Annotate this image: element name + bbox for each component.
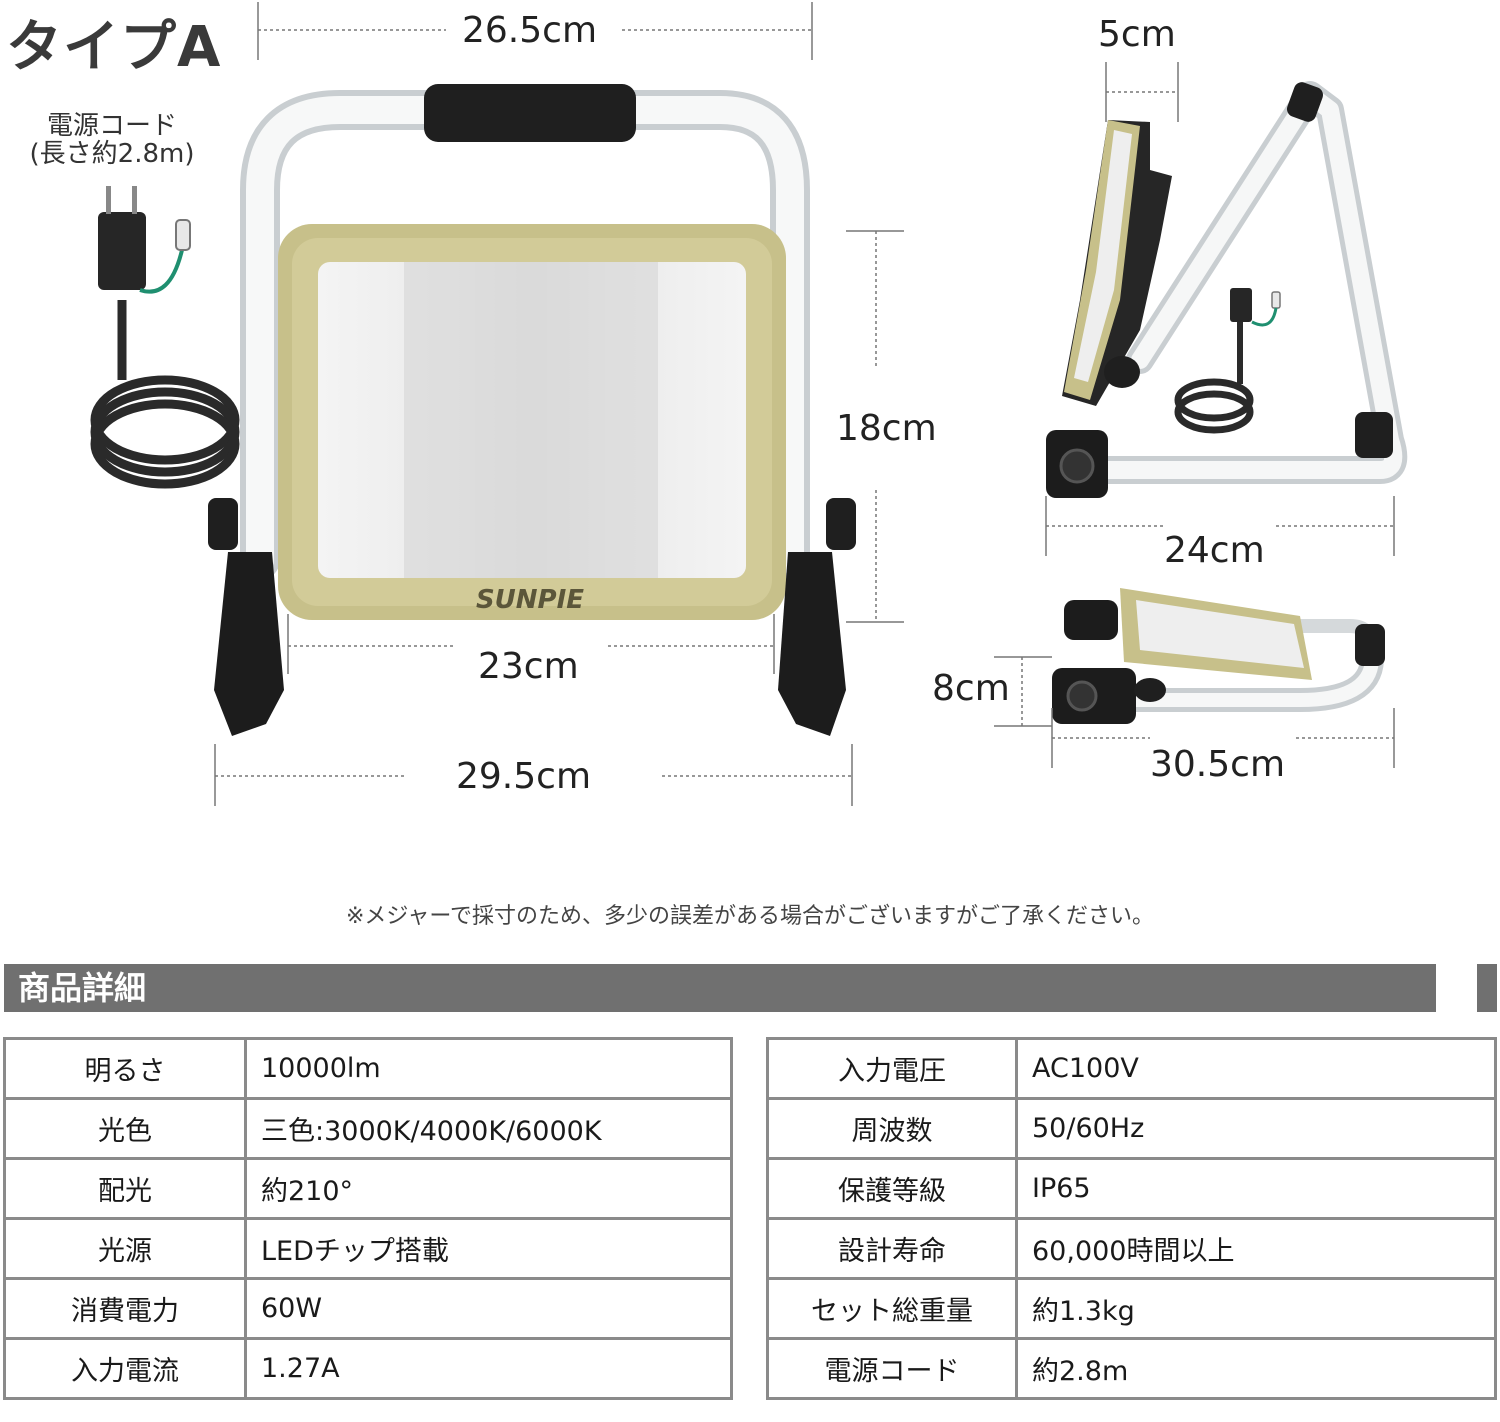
product-illustration: SUNPIE: [90, 2, 1408, 806]
dim-side-depth: 5cm: [1098, 14, 1176, 55]
foot-left: [214, 552, 284, 736]
knob-right-icon: [826, 498, 856, 550]
spec-label: 設計寿命: [766, 1217, 1018, 1280]
section-header-bar: [4, 964, 1436, 1012]
spec-label: 周波数: [766, 1097, 1018, 1160]
spec-value: 約2.8m: [1015, 1337, 1497, 1400]
dim-folded-height: 8cm: [932, 668, 1010, 709]
spec-value: 10000lm: [244, 1037, 733, 1100]
side-view: [1045, 62, 1408, 556]
spec-label: 電源コード: [766, 1337, 1018, 1400]
spec-label: セット総重量: [766, 1277, 1018, 1340]
knob-left-icon: [208, 498, 238, 550]
cord-label-line2: (長さ約2.8m): [29, 139, 195, 169]
dim-front-height: 18cm: [836, 408, 937, 449]
spec-value: 約210°: [244, 1157, 733, 1220]
spec-label: 消費電力: [3, 1277, 247, 1340]
spec-label: 入力電流: [3, 1337, 247, 1400]
foot-right: [778, 552, 846, 736]
spec-value: AC100V: [1015, 1037, 1497, 1100]
folded-view: [994, 588, 1395, 768]
dim-front-base-width: 29.5cm: [456, 756, 592, 797]
spec-label: 光源: [3, 1217, 247, 1280]
dim-folded-length: 30.5cm: [1150, 744, 1286, 785]
spec-label: 保護等級: [766, 1157, 1018, 1220]
table-row: 電源コード約2.8m: [766, 1337, 1497, 1400]
spec-label: 光色: [3, 1097, 247, 1160]
dim-side-base-width: 24cm: [1164, 530, 1265, 571]
page-title: タイプA: [6, 15, 222, 80]
spec-value: 60W: [244, 1277, 733, 1340]
measurement-note: ※メジャーで採寸のため、多少の誤差がある場合がございますがご了承ください。: [345, 904, 1155, 929]
spec-value: 50/60Hz: [1015, 1097, 1497, 1160]
cord-label-line1: 電源コード: [46, 111, 177, 141]
handle-grip: [424, 84, 636, 142]
section-header-tab: [1477, 964, 1497, 1012]
spec-value: 1.27A: [244, 1337, 733, 1400]
table-row: 配光約210°: [3, 1157, 733, 1220]
power-cord-icon: [90, 186, 240, 489]
spec-value: LEDチップ搭載: [244, 1217, 733, 1280]
dim-front-top-width: 26.5cm: [462, 10, 598, 51]
spec-value: IP65: [1015, 1157, 1497, 1220]
spec-value: 約1.3kg: [1015, 1277, 1497, 1340]
spec-label: 明るさ: [3, 1037, 247, 1100]
brand-logo: SUNPIE: [476, 585, 584, 615]
spec-label: 入力電圧: [766, 1037, 1018, 1100]
spec-value: 三色:3000K/4000K/6000K: [244, 1097, 733, 1160]
spec-value: 60,000時間以上: [1015, 1217, 1497, 1280]
front-view: SUNPIE: [90, 2, 904, 806]
dim-front-inner-width: 23cm: [478, 646, 579, 687]
table-row: セット総重量約1.3kg: [766, 1277, 1497, 1340]
spec-label: 配光: [3, 1157, 247, 1220]
section-title: 商品詳細: [18, 969, 147, 1007]
cord-label: 電源コード (長さ約2.8m): [12, 112, 212, 168]
table-row: 光色三色:3000K/4000K/6000K: [3, 1097, 733, 1160]
